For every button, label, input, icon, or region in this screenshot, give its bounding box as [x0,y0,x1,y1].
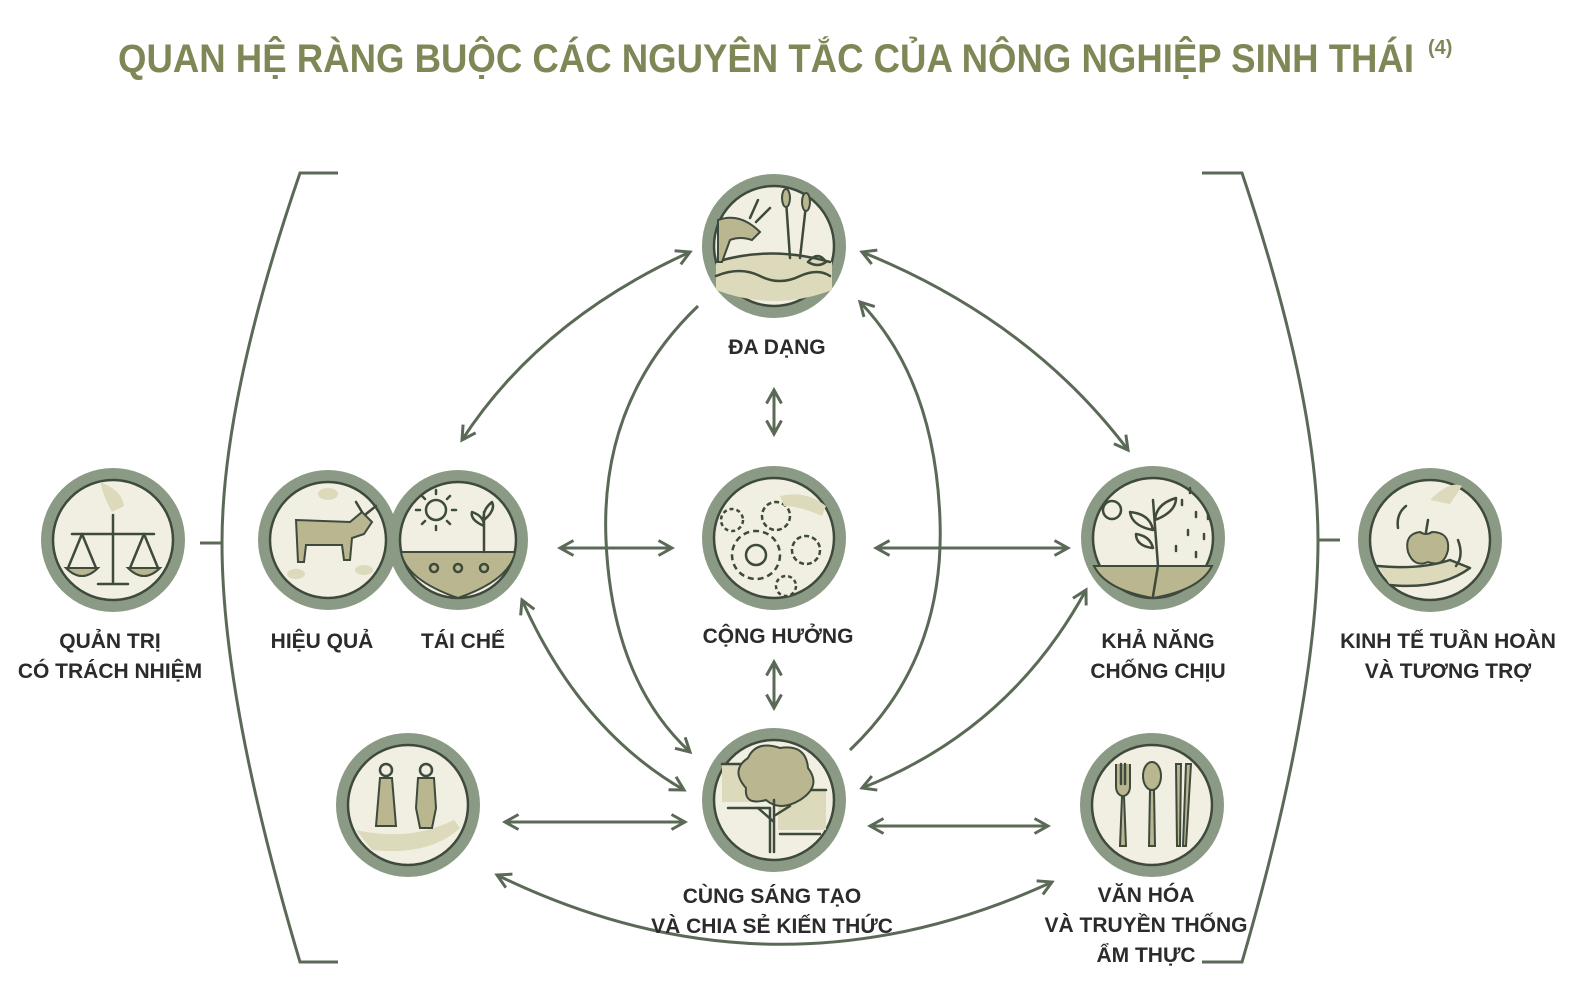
label-culture-1: VĂN HÓA [1098,883,1195,907]
right-bracket [1202,171,1320,964]
label-culture-3: ẨM THỰC [1096,944,1195,967]
cow-icon [287,488,378,579]
arrow-khanang-cungsangtao [862,590,1086,788]
sun-plants-icon [399,488,517,600]
left-bracket [220,171,338,964]
arrow-congbang-vanhoa [497,875,1052,946]
plant-rain-icon [1092,486,1214,600]
label-circular-economy-2: VÀ TƯƠNG TRỢ [1365,660,1531,683]
title-reference: (4) [1428,37,1453,59]
arrow-cungsangtao-to-dadang [848,302,942,752]
principle-circular-economy: KINH TẾ TUẦN HOÀN VÀ TƯƠNG TRỢ [1340,468,1556,683]
arrow-dadang-taiche [462,252,690,440]
principle-fairness [336,733,480,877]
label-co-creation-2: VÀ CHIA SẺ KIẾN THỨC [651,914,893,938]
label-culture-2: VÀ TRUYỀN THỐNG [1044,913,1247,937]
principle-recycling: TÁI CHẾ [388,470,528,653]
people-hand-icon [356,762,460,852]
utensils-icon [1115,761,1193,847]
label-efficiency: HIỆU QUẢ [271,629,374,653]
label-co-creation-1: CÙNG SÁNG TẠO [683,884,862,908]
biodiversity-icon [714,188,832,301]
label-resilience-1: KHẢ NĂNG [1101,630,1214,653]
page-title-container: QUAN HỆ RÀNG BUỘC CÁC NGUYÊN TẮC CỦA NÔN… [118,34,1536,84]
apple-hand-icon [1376,484,1472,588]
page-title: QUAN HỆ RÀNG BUỘC CÁC NGUYÊN TẮC CỦA NÔN… [118,37,1414,81]
label-governance-2: CÓ TRÁCH NHIỆM [18,659,202,683]
principle-efficiency: HIỆU QUẢ [258,470,398,653]
principle-resilience: KHẢ NĂNG CHỐNG CHỊU [1081,466,1226,683]
label-governance-1: QUẢN TRỊ [59,630,161,653]
tree-icon [720,744,828,854]
label-synergy: CỘNG HƯỞNG [703,624,854,648]
arrow-dadang-to-cungsangtao [604,304,700,752]
principle-culture: VĂN HÓA VÀ TRUYỀN THỐNG ẨM THỰC [1044,733,1248,967]
principle-synergy: CỘNG HƯỞNG [702,466,853,648]
arrow-taiche-cungsangtao [522,600,684,790]
label-diversity: ĐA DẠNG [728,336,825,359]
arrow-dadang-khanang [862,252,1128,450]
label-circular-economy-1: KINH TẾ TUẦN HOÀN [1340,630,1556,653]
relationship-arrows [462,252,1128,946]
label-resilience-2: CHỐNG CHỊU [1090,659,1225,683]
scales-icon [63,482,163,586]
principle-governance: QUẢN TRỊ CÓ TRÁCH NHIỆM [18,468,202,683]
gears-icon [719,494,826,598]
principle-co-creation: CÙNG SÁNG TẠO VÀ CHIA SẺ KIẾN THỨC [651,728,893,938]
principle-diversity: ĐA DẠNG [702,174,846,359]
label-recycling: TÁI CHẾ [421,630,505,653]
